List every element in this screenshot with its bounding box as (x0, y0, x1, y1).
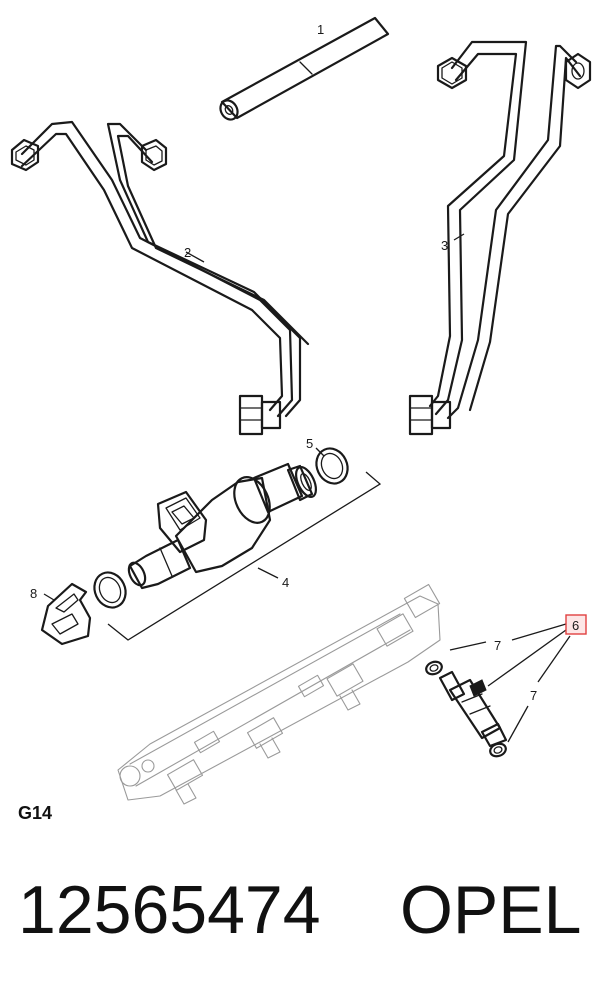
part-3-injection-pipe[interactable] (408, 40, 592, 436)
bracket-4 (107, 471, 382, 641)
callout-6-highlight (565, 614, 587, 635)
group-code: G14 (18, 803, 53, 823)
part-7-seal-lower[interactable] (488, 742, 507, 759)
part-2-injection-pipe[interactable] (10, 120, 310, 436)
part-number: 12565474 (18, 872, 321, 948)
part-7-seal-upper[interactable] (424, 660, 443, 677)
fuel-rail-ghost (117, 583, 441, 805)
callout-8: 8 (30, 586, 37, 601)
callout-1: 1 (317, 22, 324, 37)
leader-lines (43, 233, 571, 743)
callout-7-upper: 7 (494, 638, 501, 653)
part-8-clip[interactable] (40, 582, 92, 646)
part-4-injector[interactable] (126, 462, 320, 590)
callout-3: 3 (441, 238, 448, 253)
part-5-o-ring[interactable] (311, 443, 353, 488)
callout-2: 2 (184, 245, 191, 260)
part-1-hose[interactable] (217, 16, 390, 123)
callout-4: 4 (282, 575, 289, 590)
callout-5: 5 (306, 436, 313, 451)
brand-name: OPEL (400, 872, 582, 948)
part-6-injector-highlighted[interactable] (438, 670, 508, 748)
callout-7-lower: 7 (530, 688, 537, 703)
callout-6[interactable]: 6 (572, 618, 579, 633)
injector-o-ring[interactable] (89, 567, 131, 612)
